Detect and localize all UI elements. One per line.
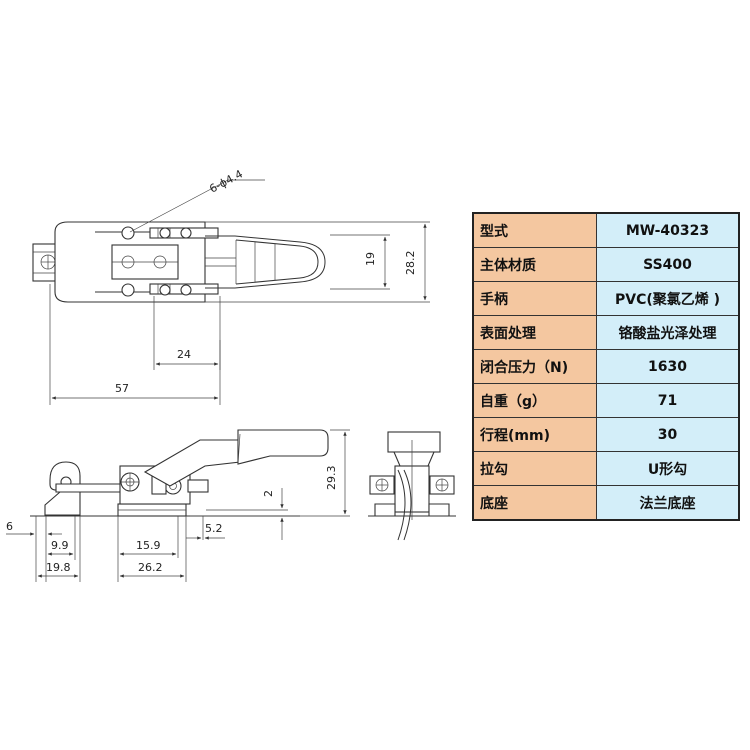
spec-row: 自重（g）71: [472, 383, 740, 418]
spec-label: 底座: [472, 485, 597, 521]
spec-label: 拉勾: [472, 451, 597, 486]
hole-callout-label: 6-ϕ4.4: [207, 167, 245, 195]
spec-value: MW-40323: [596, 212, 740, 248]
dimension-24-label: 24: [177, 348, 191, 361]
spec-row: 表面处理铬酸盐光泽处理: [472, 315, 740, 350]
dimension-5-2-label: 5.2: [205, 522, 223, 535]
spec-label: 主体材质: [472, 247, 597, 282]
dimension-9-9-label: 9.9: [51, 539, 69, 552]
dimension-19-label: 19: [364, 252, 377, 266]
spec-value: 71: [596, 383, 740, 418]
dimension-29-3-label: 29.3: [325, 466, 338, 491]
spec-label: 闭合压力（N): [472, 349, 597, 384]
spec-value: PVC(聚氯乙烯 ): [596, 281, 740, 316]
spec-row: 行程(mm)30: [472, 417, 740, 452]
front-view: [368, 431, 456, 541]
spec-value: 30: [596, 417, 740, 452]
spec-value: 铬酸盐光泽处理: [596, 315, 740, 350]
side-view: 29.3 2 6 9.9 19.8 15.9 26.2 5.2: [6, 429, 350, 582]
spec-value: U形勾: [596, 451, 740, 486]
spec-label: 型式: [472, 212, 597, 248]
spec-value: 1630: [596, 349, 740, 384]
dimension-6-label: 6: [6, 520, 13, 533]
spec-row: 闭合压力（N)1630: [472, 349, 740, 384]
spec-value: 法兰底座: [596, 485, 740, 521]
dimension-28-2-label: 28.2: [404, 251, 417, 276]
spec-label: 自重（g）: [472, 383, 597, 418]
top-view: 6-ϕ4.4 19 28.2 24 57: [32, 167, 430, 405]
spec-label: 手柄: [472, 281, 597, 316]
spec-label: 表面处理: [472, 315, 597, 350]
spec-value: SS400: [596, 247, 740, 282]
spec-label: 行程(mm): [472, 417, 597, 452]
dimension-19-8-label: 19.8: [46, 561, 71, 574]
spec-row: 底座法兰底座: [472, 485, 740, 521]
dimension-2-label: 2: [262, 490, 275, 497]
dimension-57-label: 57: [115, 382, 129, 395]
dimension-15-9-label: 15.9: [136, 539, 161, 552]
dimension-26-2-label: 26.2: [138, 561, 163, 574]
